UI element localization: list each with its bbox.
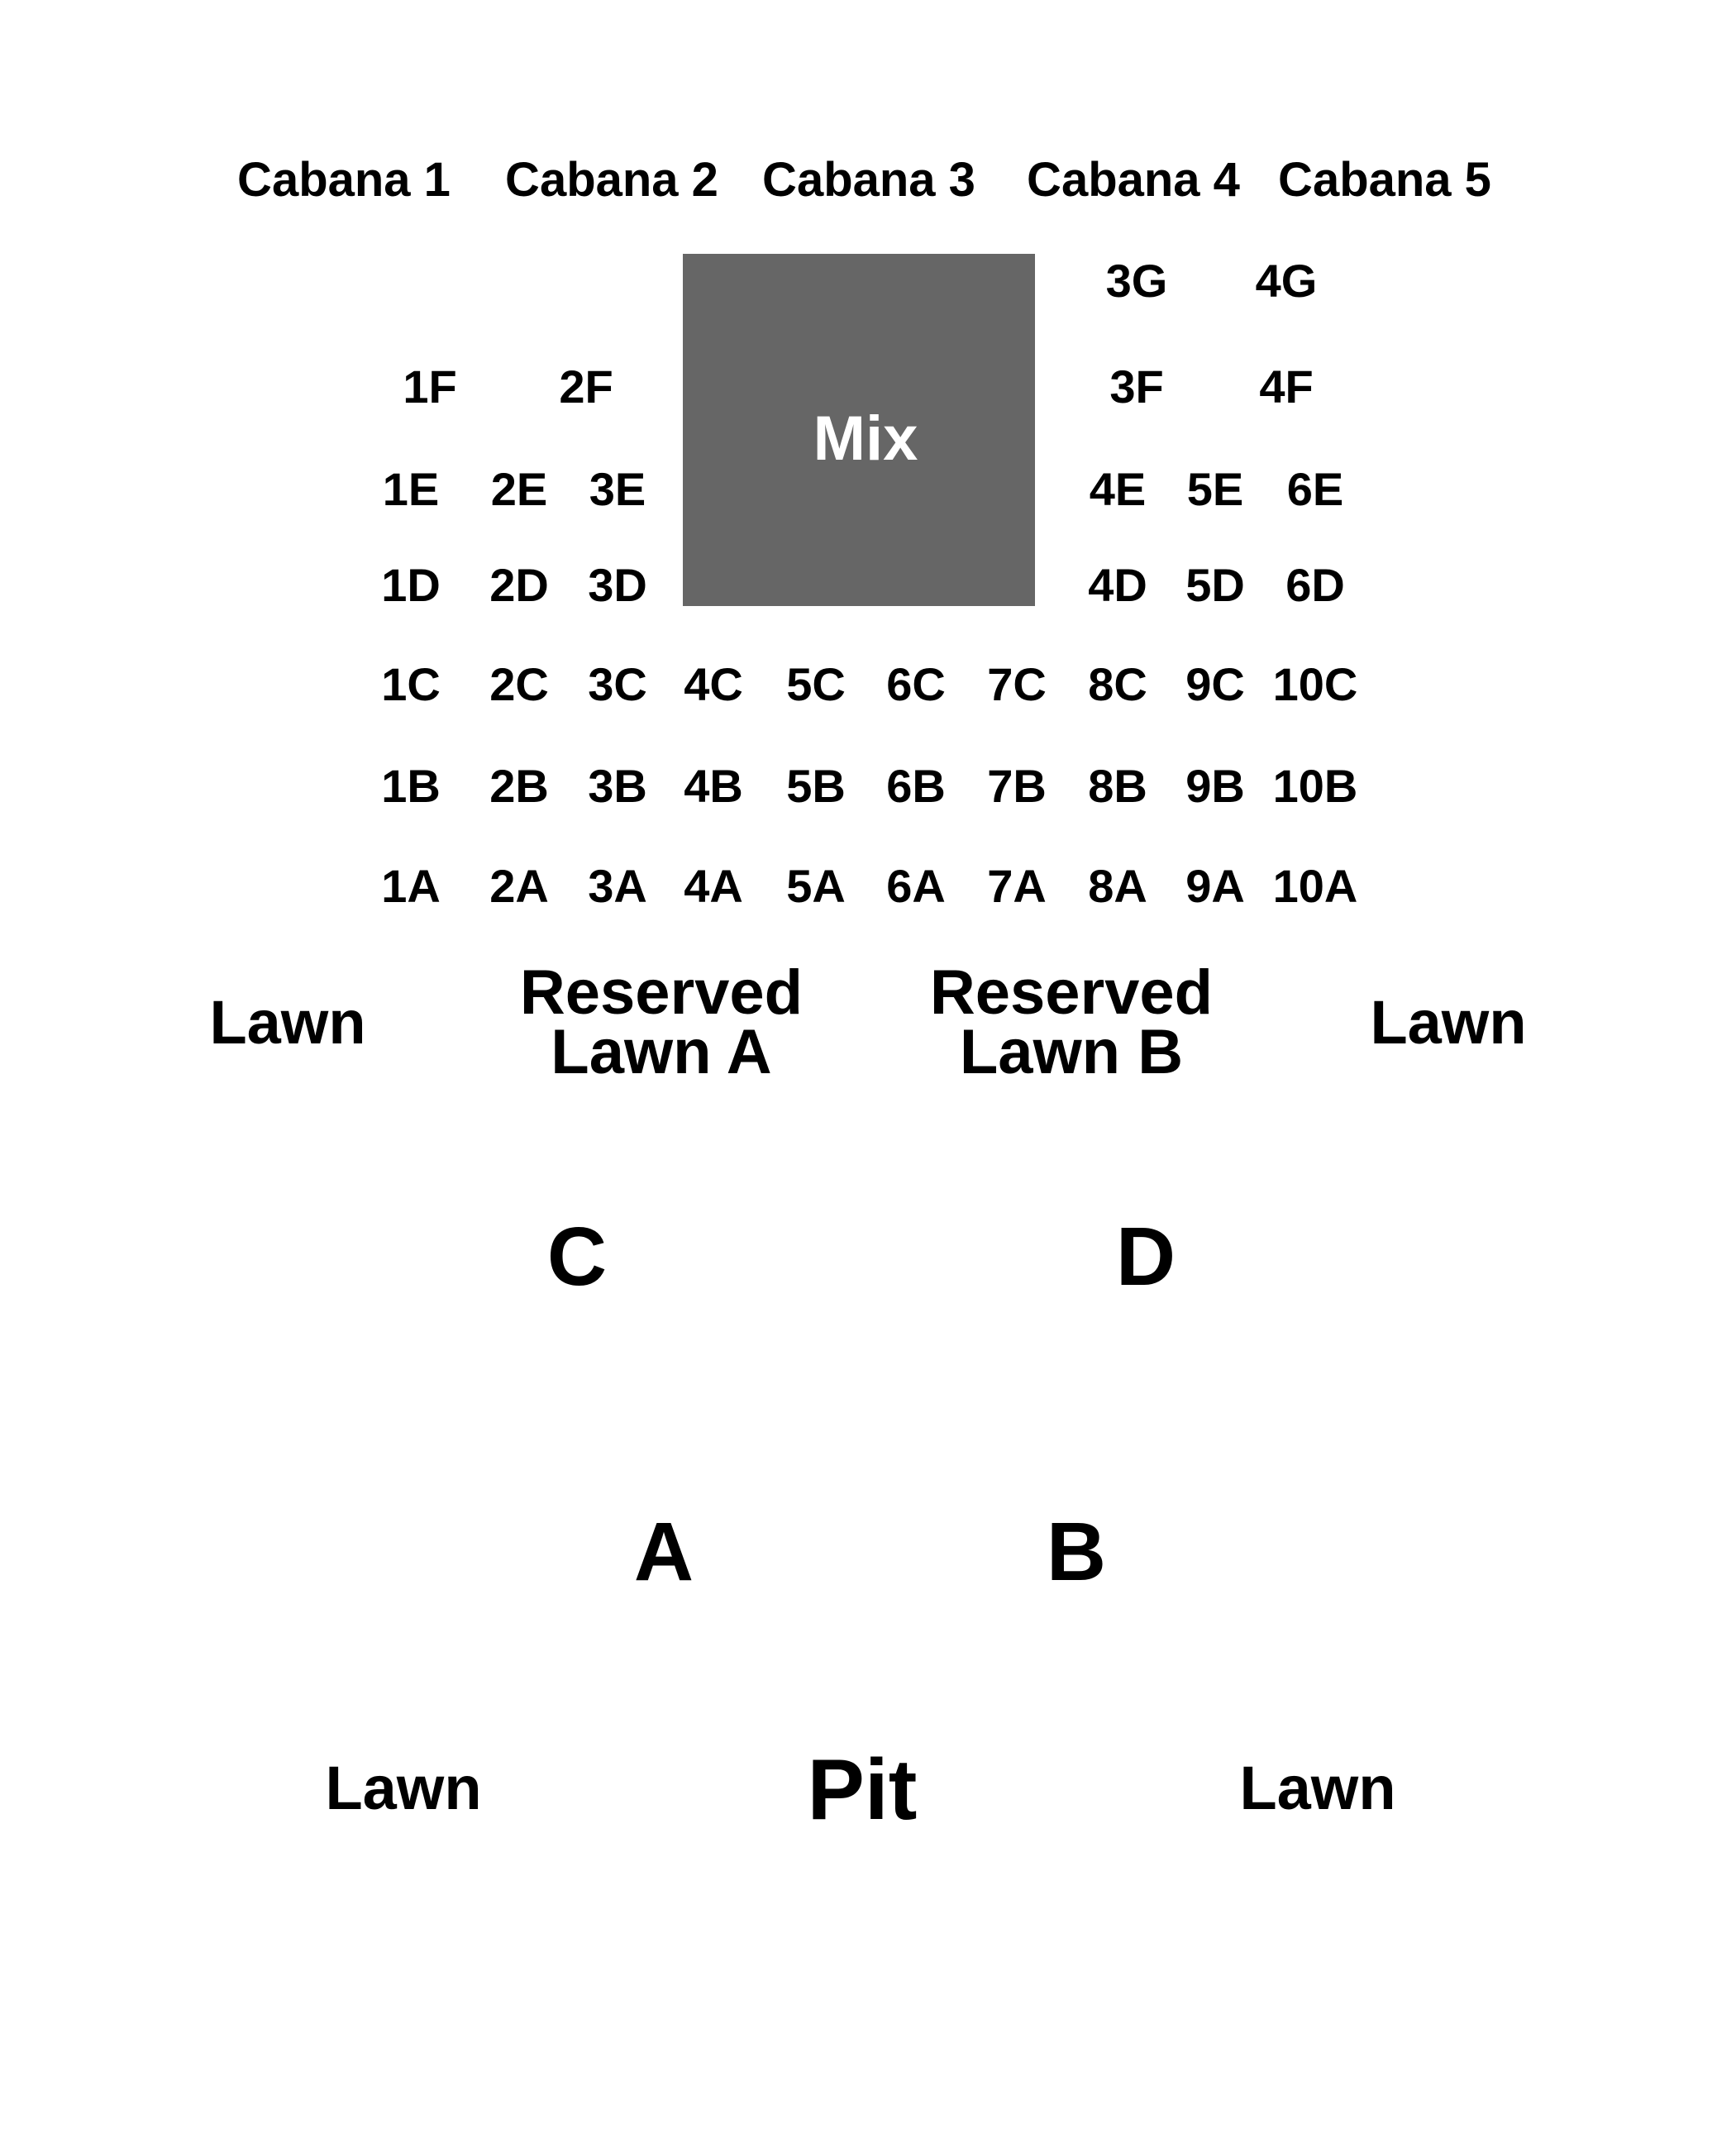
seat-6d[interactable]: 6D bbox=[1285, 559, 1345, 611]
mix-label: Mix bbox=[813, 403, 918, 474]
seat-3a[interactable]: 3A bbox=[588, 860, 647, 912]
seat-5c[interactable]: 5C bbox=[786, 658, 846, 710]
seat-5e[interactable]: 5E bbox=[1186, 463, 1244, 515]
cabana-4[interactable]: Cabana 4 bbox=[1027, 153, 1240, 207]
reserved-lawn-a-line-2: Lawn A bbox=[551, 1017, 772, 1087]
lawn-upper-left[interactable]: Lawn bbox=[209, 988, 366, 1057]
seat-4f[interactable]: 4F bbox=[1259, 360, 1314, 413]
cabana-1[interactable]: Cabana 1 bbox=[237, 153, 451, 207]
reserved-lawn-b[interactable]: Reserved Lawn B bbox=[898, 957, 1245, 1087]
seat-3g[interactable]: 3G bbox=[1105, 255, 1168, 307]
seat-1a[interactable]: 1A bbox=[381, 860, 441, 912]
cabana-5[interactable]: Cabana 5 bbox=[1278, 153, 1491, 207]
reserved-lawn-a-line-1: Reserved bbox=[519, 957, 804, 1028]
seat-8b[interactable]: 8B bbox=[1088, 760, 1147, 812]
seat-8c[interactable]: 8C bbox=[1088, 658, 1147, 710]
cabana-3[interactable]: Cabana 3 bbox=[762, 153, 975, 207]
seat-3f[interactable]: 3F bbox=[1109, 360, 1164, 413]
seat-6e[interactable]: 6E bbox=[1286, 463, 1344, 515]
section-b[interactable]: B bbox=[1046, 1506, 1107, 1598]
section-c[interactable]: C bbox=[546, 1210, 608, 1303]
pit-section[interactable]: Pit bbox=[807, 1742, 918, 1838]
seat-2f[interactable]: 2F bbox=[559, 360, 613, 413]
seat-10b[interactable]: 10B bbox=[1272, 760, 1358, 812]
cabana-2[interactable]: Cabana 2 bbox=[505, 153, 718, 207]
seat-9a[interactable]: 9A bbox=[1185, 860, 1245, 912]
reserved-lawn-b-line-1: Reserved bbox=[929, 957, 1214, 1028]
seat-10a[interactable]: 10A bbox=[1272, 860, 1358, 912]
seat-1b[interactable]: 1B bbox=[381, 760, 441, 812]
lawn-upper-right[interactable]: Lawn bbox=[1370, 988, 1527, 1057]
seat-9c[interactable]: 9C bbox=[1185, 658, 1245, 710]
seat-1d[interactable]: 1D bbox=[381, 559, 441, 611]
lawn-lower-right[interactable]: Lawn bbox=[1239, 1754, 1396, 1822]
reserved-lawn-a[interactable]: Reserved Lawn A bbox=[488, 957, 835, 1087]
seat-4g[interactable]: 4G bbox=[1255, 255, 1318, 307]
seat-3d[interactable]: 3D bbox=[588, 559, 647, 611]
seat-2a[interactable]: 2A bbox=[489, 860, 549, 912]
lawn-lower-left[interactable]: Lawn bbox=[325, 1754, 482, 1822]
seat-6a[interactable]: 6A bbox=[886, 860, 946, 912]
mix-booth bbox=[683, 254, 1035, 606]
seat-5b[interactable]: 5B bbox=[786, 760, 846, 812]
seat-7b[interactable]: 7B bbox=[987, 760, 1047, 812]
seat-7a[interactable]: 7A bbox=[987, 860, 1047, 912]
section-a[interactable]: A bbox=[633, 1506, 694, 1598]
seat-1e[interactable]: 1E bbox=[382, 463, 440, 515]
seat-2e[interactable]: 2E bbox=[490, 463, 548, 515]
seat-2d[interactable]: 2D bbox=[489, 559, 549, 611]
seat-7c[interactable]: 7C bbox=[987, 658, 1047, 710]
seat-4b[interactable]: 4B bbox=[684, 760, 743, 812]
seat-5a[interactable]: 5A bbox=[786, 860, 846, 912]
seat-3b[interactable]: 3B bbox=[588, 760, 647, 812]
seat-5d[interactable]: 5D bbox=[1185, 559, 1245, 611]
seat-3e[interactable]: 3E bbox=[589, 463, 646, 515]
seat-2b[interactable]: 2B bbox=[489, 760, 549, 812]
seat-10c[interactable]: 10C bbox=[1272, 658, 1358, 710]
seat-2c[interactable]: 2C bbox=[489, 658, 549, 710]
seat-8a[interactable]: 8A bbox=[1088, 860, 1147, 912]
seat-4a[interactable]: 4A bbox=[684, 860, 743, 912]
seat-4d[interactable]: 4D bbox=[1088, 559, 1147, 611]
section-d[interactable]: D bbox=[1115, 1210, 1176, 1303]
seat-1c[interactable]: 1C bbox=[381, 658, 441, 710]
seat-4c[interactable]: 4C bbox=[684, 658, 743, 710]
seat-9b[interactable]: 9B bbox=[1185, 760, 1245, 812]
seat-1f[interactable]: 1F bbox=[403, 360, 457, 413]
seat-4e[interactable]: 4E bbox=[1089, 463, 1147, 515]
reserved-lawn-b-line-2: Lawn B bbox=[959, 1017, 1184, 1087]
seat-3c[interactable]: 3C bbox=[588, 658, 647, 710]
seat-6c[interactable]: 6C bbox=[886, 658, 946, 710]
seat-6b[interactable]: 6B bbox=[886, 760, 946, 812]
